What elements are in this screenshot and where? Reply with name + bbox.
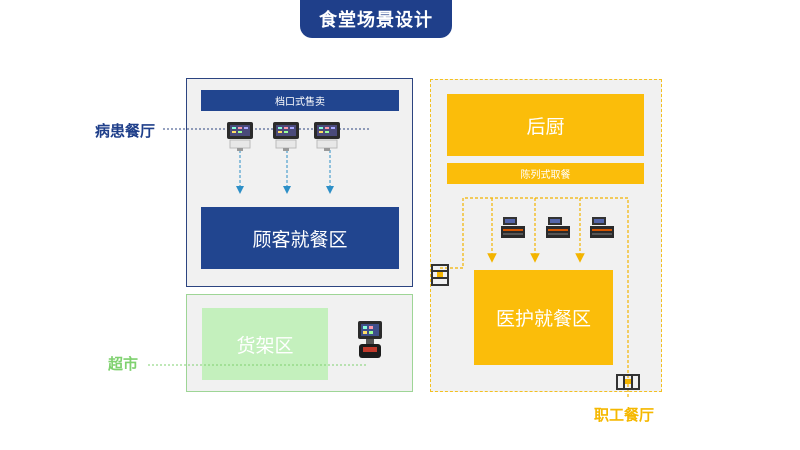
- pos-terminal-icon: [227, 122, 253, 151]
- medical-dining-zone: 医护就餐区: [474, 270, 613, 365]
- ward-canteen-label: 病患餐厅: [95, 122, 156, 140]
- pos-scanner-icon: [358, 321, 382, 358]
- customer-dining-zone: 顾客就餐区: [201, 207, 399, 269]
- back-kitchen-zone: 后厨: [447, 94, 644, 156]
- pos-terminal-icon: [314, 122, 340, 151]
- pos-terminal-icon: [273, 122, 299, 151]
- display-pickup-bar: 陈列式取餐: [447, 163, 644, 184]
- staff-flow-path: [440, 197, 629, 378]
- stall-sales-bar: 档口式售卖: [201, 90, 399, 111]
- supermarket-label: 超市: [108, 355, 139, 373]
- display-cabinet-icon: [546, 217, 570, 238]
- turnstile-gate-icon: [431, 264, 449, 286]
- staff-canteen-label: 职工餐厅: [594, 406, 655, 424]
- display-cabinet-icon: [590, 217, 614, 238]
- shelf-zone: 货架区: [202, 308, 328, 380]
- page-title: 食堂场景设计: [300, 0, 452, 38]
- turnstile-gate-icon: [616, 374, 640, 390]
- display-cabinet-icon: [501, 217, 525, 238]
